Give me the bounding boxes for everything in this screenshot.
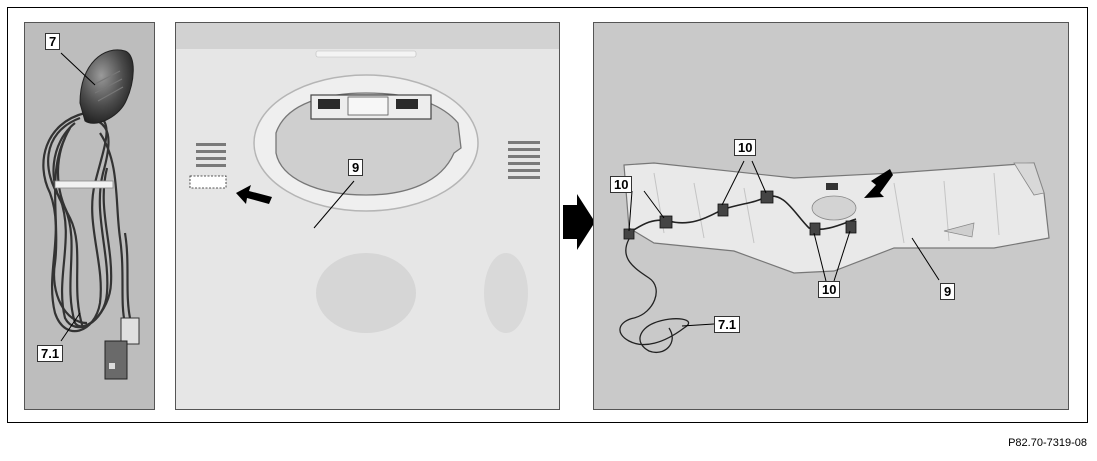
- callout-7-1: 7.1: [37, 345, 64, 362]
- cable-routing-illustration: [619, 160, 1050, 353]
- figure-reference-code: P82.70-7319-08: [1008, 437, 1087, 449]
- arrow-icon: [864, 169, 893, 198]
- clip-position: [189, 175, 227, 189]
- panel-roof-opening: 9: [175, 22, 560, 410]
- callout-10: 10: [610, 176, 633, 193]
- roof-liner-illustration: [176, 23, 559, 333]
- callout-9: 9: [940, 283, 956, 300]
- cable-loop: [619, 238, 690, 353]
- vent-left: [196, 143, 226, 167]
- panel-antenna-cable: 7 7.1: [24, 22, 155, 410]
- panel-cable-routing: 10 10 10 9 7.1: [593, 22, 1069, 410]
- callout-7-1: 7.1: [714, 316, 741, 333]
- arrow-icon: [236, 185, 272, 204]
- callout-7: 7: [45, 33, 61, 50]
- callout-10: 10: [734, 139, 757, 156]
- cable-coil: [42, 111, 127, 333]
- antenna-cable-illustration: [42, 49, 140, 380]
- vent-right: [508, 141, 540, 179]
- connector-sleeve: [120, 317, 140, 345]
- cable-plug: [104, 340, 128, 380]
- cable-tie: [54, 180, 114, 189]
- callout-9: 9: [348, 159, 364, 176]
- callout-10: 10: [818, 281, 841, 298]
